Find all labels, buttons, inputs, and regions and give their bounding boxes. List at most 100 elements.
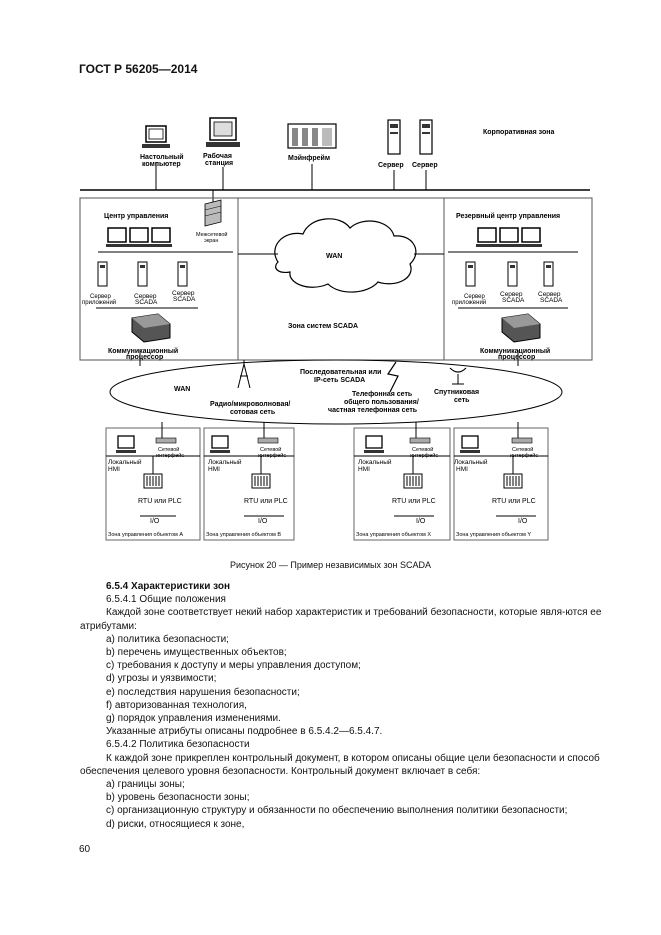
zone-b [203, 422, 295, 541]
scada-server-icon [543, 261, 554, 287]
zone-y [453, 422, 549, 541]
wan-cloud-icon [274, 218, 417, 293]
server-icon [387, 119, 401, 190]
wan-ellipse [109, 359, 563, 425]
net-iface-label-1: Сетевой [512, 446, 533, 453]
lightning-icon [387, 361, 399, 393]
mainframe-icon [287, 123, 337, 190]
list-item: а) границы зоны; [106, 779, 185, 791]
net-iface-label-2: интерфейс [510, 452, 538, 459]
phone-net-label-1: Телефонная сеть [352, 391, 413, 398]
radio-net-label-1: Радио/микроволновая/ [210, 401, 290, 408]
document-body: 6.5.4 Характеристики зон 6.5.4.1 Общие п… [80, 580, 603, 831]
list-item: с) организационную структуру и обязаннос… [106, 805, 568, 817]
local-hmi-label-2: HMI [456, 466, 468, 473]
network-interface-icon [409, 437, 431, 444]
local-hmi-label-1: Локальный [454, 458, 488, 466]
app-server-icon [465, 261, 476, 287]
satellite-dish-icon [449, 367, 467, 385]
rtu-label: RTU или PLC [392, 498, 436, 505]
scada-server-icon [177, 261, 188, 287]
io-label: I/O [258, 518, 268, 525]
net-iface-label-2: интерфейс [258, 452, 286, 459]
list-item: f) авторизованная технология, [106, 699, 247, 711]
network-interface-icon [155, 437, 177, 444]
net-iface-label-1: Сетевой [412, 446, 433, 453]
sat-net-label-1: Спутниковая [434, 389, 479, 396]
app-server-label-1: Сервер [464, 294, 485, 300]
phone-net-label-2: общего пользования/ [344, 398, 419, 406]
comm-processor-label-1: Коммуникационный [480, 347, 550, 355]
scada-server-label-1: Сервер [538, 291, 561, 298]
local-hmi-icon [461, 435, 479, 449]
desktop-label-2: компьютер [142, 161, 181, 168]
corporate-zone-label: Корпоративная зона [483, 129, 554, 136]
workstation-label-1: Рабочая [203, 152, 232, 160]
list-item: b) перечень имущественных объектов; [106, 647, 287, 659]
io-label: I/O [150, 518, 160, 525]
local-hmi-label-2: HMI [358, 466, 370, 473]
local-hmi-label-2: HMI [208, 466, 220, 473]
app-server-label-2: приложений [82, 299, 116, 306]
scada-server-icon [137, 261, 148, 287]
local-hmi-label-1: Локальный [358, 458, 392, 466]
app-server-label-1: Сервер [90, 294, 111, 300]
scada-server-label-2: SCADA [502, 297, 525, 304]
desktop-label-1: Настольный [140, 153, 184, 161]
control-center-label: Центр управления [104, 213, 168, 220]
paragraph: К каждой зоне прикреплен контрольный док… [80, 752, 600, 777]
comm-processor-icon [501, 313, 541, 343]
paragraph: Каждой зоне соответствует некий набор ха… [80, 607, 602, 632]
local-hmi-label-2: HMI [108, 466, 120, 473]
page-number: 60 [79, 844, 91, 855]
serial-net-label-2: IP-сеть SCADA [314, 377, 365, 384]
operator-consoles-icon [106, 227, 172, 247]
app-server-label-2: приложений [452, 299, 486, 306]
local-hmi-icon [211, 435, 229, 449]
comm-processor-icon [131, 313, 171, 343]
zone-a-label: Зона управления объектом А [108, 532, 183, 538]
zone-y-label: Зона управления объектом Y [456, 532, 531, 538]
page-header: ГОСТ Р 56205—2014 [79, 62, 198, 76]
comm-processor-label-1: Коммуникационный [108, 347, 178, 355]
list-item: g) порядок управления изменениями. [106, 713, 281, 725]
sat-net-label-2: сеть [454, 397, 470, 404]
net-iface-label-1: Сетевой [158, 446, 179, 453]
io-label: I/O [518, 518, 528, 525]
comm-processor-label-2: процессор [126, 354, 163, 361]
paragraph: Указанные атрибуты описаны подробнее в 6… [106, 726, 383, 738]
net-iface-label-1: Сетевой [260, 446, 281, 453]
network-interface-icon [511, 437, 533, 444]
scada-zone-label: Зона систем SCADA [288, 323, 358, 330]
workstation-label-2: станция [205, 160, 233, 167]
net-iface-label-2: интерфейс [156, 452, 184, 459]
wan-label-bottom: WAN [174, 386, 190, 393]
local-hmi-label-1: Локальный [108, 458, 142, 466]
zone-x-label: Зона управления объектом Х [356, 532, 431, 538]
list-item: е) последствия нарушения безопасности; [106, 686, 300, 698]
scada-server-label-1: Сервер [172, 290, 195, 297]
rtu-label: RTU или PLC [138, 498, 182, 505]
list-item: b) уровень безопасности зоны; [106, 792, 250, 804]
net-iface-label-2: интерфейс [410, 452, 438, 459]
subsection-heading: 6.5.4.1 Общие положения [106, 594, 226, 606]
network-interface-icon [257, 437, 279, 444]
scada-server-label-1: Сервер [500, 291, 523, 298]
scada-server-label-2: SCADA [173, 296, 196, 303]
list-item: а) политика безопасности; [106, 633, 229, 645]
app-server-icon [97, 261, 108, 287]
io-label: I/O [416, 518, 426, 525]
local-hmi-label-1: Локальный [208, 458, 242, 466]
local-hmi-icon [365, 435, 383, 449]
scada-server-label-1: Сервер [134, 293, 157, 300]
figure-caption: Рисунок 20 — Пример независимых зон SCAD… [229, 560, 432, 570]
list-item: d) риски, относящиеся к зоне, [106, 818, 245, 830]
firewall-label-2: экран [204, 238, 218, 244]
serial-net-label-1: Последовательная или [300, 369, 381, 376]
workstation-icon [206, 117, 240, 190]
firewall-label-1: Межсетевой [196, 231, 227, 238]
operator-consoles-icon [476, 227, 542, 247]
rtu-label: RTU или PLC [244, 498, 288, 505]
subsection-heading: 6.5.4.2 Политика безопасности [106, 739, 250, 751]
server-label-1: Сервер [378, 162, 404, 169]
